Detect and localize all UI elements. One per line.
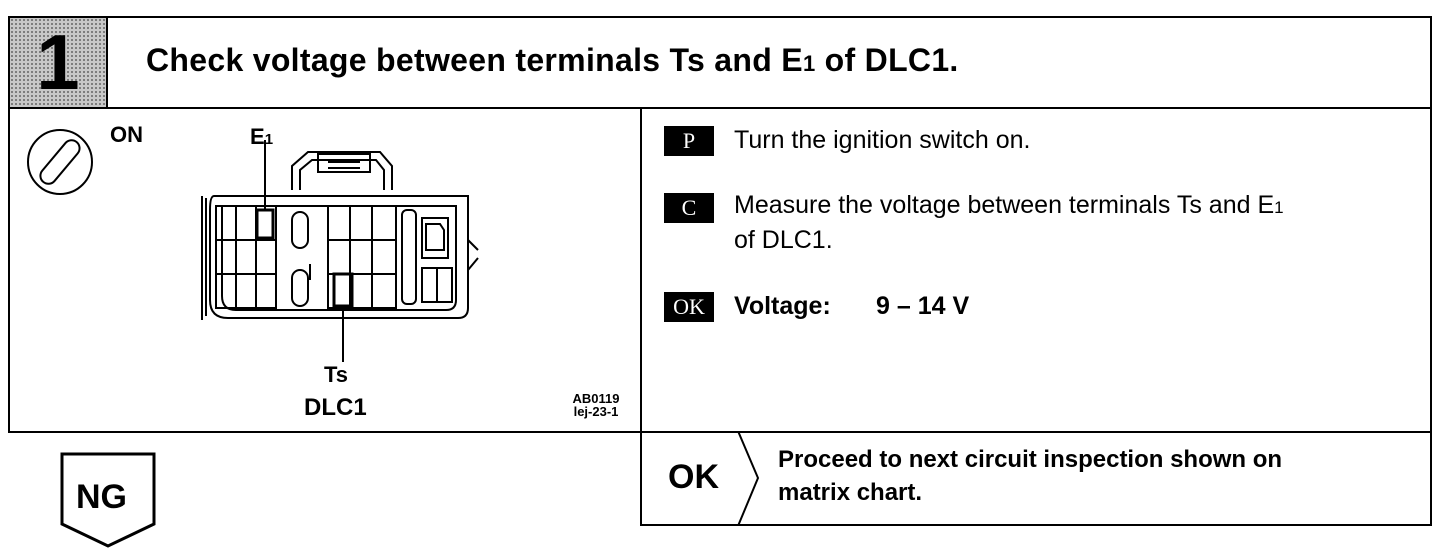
step-number: 1	[36, 18, 80, 106]
switch-on-label: ON	[110, 122, 143, 147]
dlc1-connector-diagram	[201, 140, 479, 362]
title-subscript: 1	[802, 51, 816, 76]
badge-prepare: P	[664, 126, 714, 156]
panel-divider	[640, 107, 642, 526]
e1-terminal-label: E1	[250, 124, 274, 149]
ng-arrow-icon	[60, 452, 156, 548]
ok-result-text: Proceed to next circuit inspection shown…	[778, 446, 1283, 506]
voltage-value: 9 – 14 V	[876, 292, 970, 320]
ok-result-box	[640, 431, 1432, 526]
badge-check: C	[664, 193, 714, 223]
ignition-switch-icon	[27, 129, 93, 195]
instruction-prepare: Turn the ignition switch on.	[734, 126, 1031, 154]
step-number-box: 1	[8, 16, 108, 109]
connector-label: DLC1	[304, 394, 367, 421]
instruction-check-line2: of DLC1.	[734, 226, 833, 254]
figure-code: AB0119 lej-23-1	[572, 391, 620, 419]
instruction-check-line1: Measure the voltage between terminals Ts…	[734, 191, 1284, 219]
badge-ok: OK	[664, 292, 714, 322]
ts-terminal-label: Ts	[324, 362, 349, 387]
ok-chevron-divider	[737, 431, 760, 526]
voltage-label: Voltage:	[734, 292, 831, 320]
step-title: Check voltage between terminals Ts and E…	[146, 42, 959, 79]
ng-label: NG	[76, 478, 127, 516]
ok-result-label: OK	[668, 458, 719, 496]
title-prefix: Check voltage between terminals Ts and E	[146, 42, 803, 78]
title-suffix: of DLC1.	[815, 42, 959, 78]
